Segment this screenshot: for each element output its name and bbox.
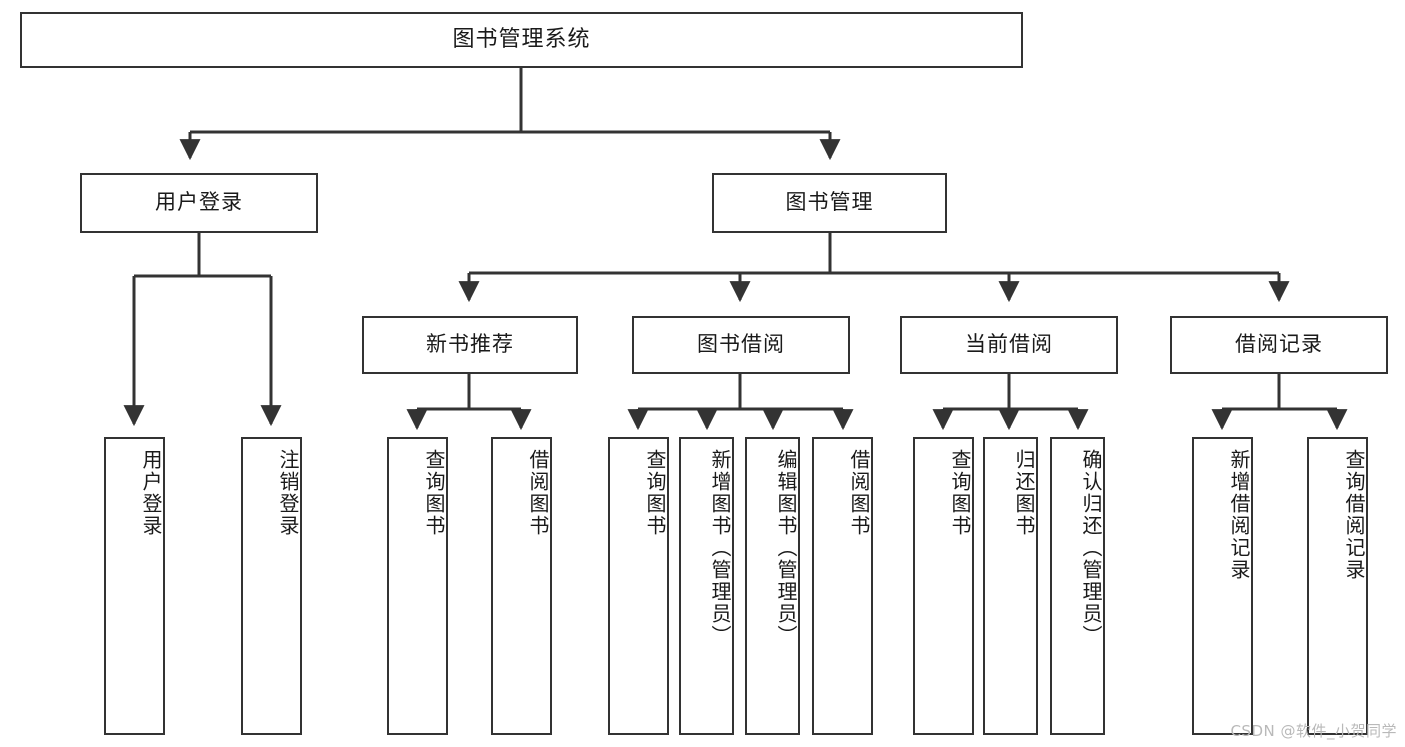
leaf-record-query-record[interactable]: 查询借阅记录 (1307, 437, 1368, 735)
node-label: 查询图书 (643, 449, 667, 537)
node-label: 新增借阅记录 (1227, 449, 1251, 581)
leaf-borrow-borrow-book[interactable]: 借阅图书 (812, 437, 873, 735)
node-label: 归还图书 (1012, 449, 1036, 537)
node-label: 查询图书 (422, 449, 446, 537)
leaf-record-add-record[interactable]: 新增借阅记录 (1192, 437, 1253, 735)
node-label: 新增图书（管理员） (708, 449, 732, 647)
node-label: 图书借阅 (697, 332, 785, 357)
leaf-user-logout[interactable]: 注销登录 (241, 437, 302, 735)
node-label: 查询图书 (948, 449, 972, 537)
leaf-newbook-query-book[interactable]: 查询图书 (387, 437, 448, 735)
leaf-borrow-edit-book[interactable]: 编辑图书（管理员） (745, 437, 800, 735)
node-current-borrow[interactable]: 当前借阅 (900, 316, 1118, 374)
node-label: 编辑图书（管理员） (774, 449, 798, 647)
node-label: 借阅记录 (1235, 332, 1323, 357)
leaf-borrow-add-book[interactable]: 新增图书（管理员） (679, 437, 734, 735)
node-label: 确认归还（管理员） (1079, 449, 1103, 647)
leaf-user-login[interactable]: 用户登录 (104, 437, 165, 735)
leaf-current-return-book[interactable]: 归还图书 (983, 437, 1038, 735)
leaf-borrow-query-book[interactable]: 查询图书 (608, 437, 669, 735)
node-label: 图书管理系统 (452, 26, 591, 52)
node-label: 注销登录 (276, 449, 300, 537)
leaf-current-confirm-return[interactable]: 确认归还（管理员） (1050, 437, 1105, 735)
node-borrow-record[interactable]: 借阅记录 (1170, 316, 1388, 374)
node-label: 借阅图书 (847, 449, 871, 537)
node-label: 借阅图书 (526, 449, 550, 537)
leaf-current-query-book[interactable]: 查询图书 (913, 437, 974, 735)
watermark-text: CSDN @软件_小贺同学 (1230, 722, 1397, 740)
node-label: 新书推荐 (426, 332, 514, 357)
node-label: 查询借阅记录 (1342, 449, 1366, 581)
node-label: 当前借阅 (965, 332, 1053, 357)
node-book-management[interactable]: 图书管理 (712, 173, 947, 233)
node-label: 图书管理 (785, 190, 874, 215)
node-new-book-recommend[interactable]: 新书推荐 (362, 316, 578, 374)
leaf-newbook-borrow-book[interactable]: 借阅图书 (491, 437, 552, 735)
node-book-borrow[interactable]: 图书借阅 (632, 316, 850, 374)
node-user-login[interactable]: 用户登录 (80, 173, 318, 233)
node-label: 用户登录 (155, 190, 243, 215)
node-label: 用户登录 (139, 449, 163, 537)
node-root-system[interactable]: 图书管理系统 (20, 12, 1023, 68)
